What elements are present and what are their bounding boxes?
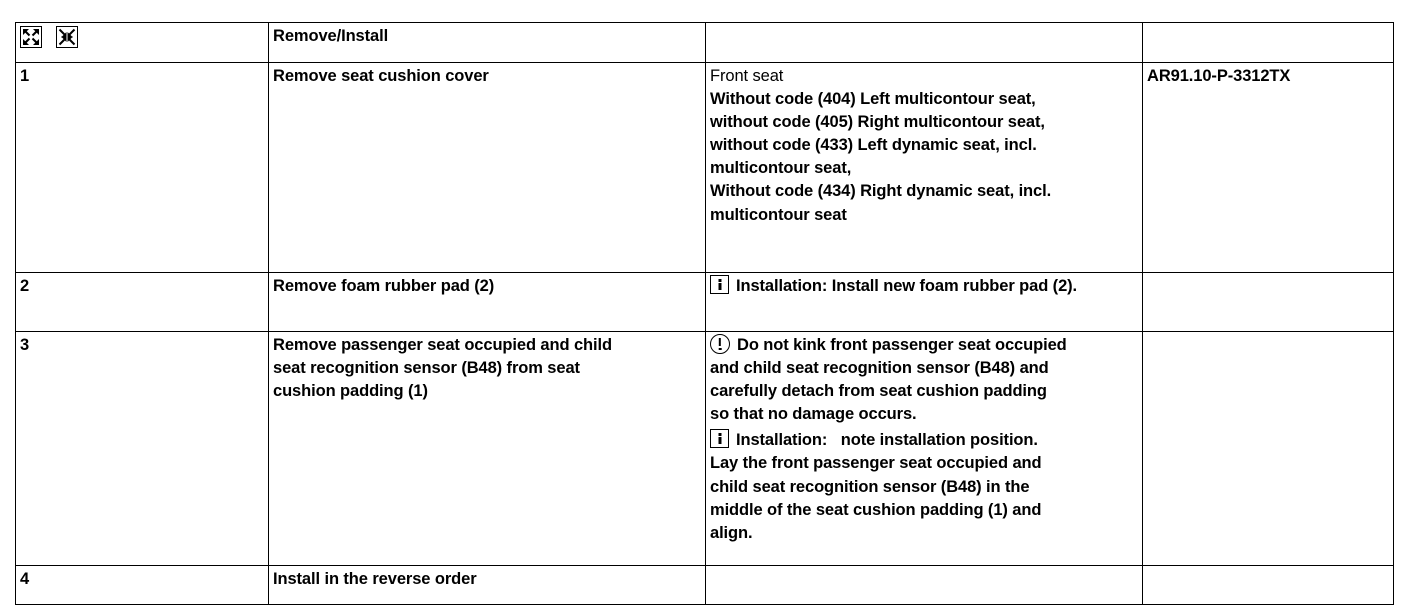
header-reference-cell [1142, 22, 1394, 63]
procedure-table: Remove/Install 1 Remove seat cushion cov… [15, 22, 1394, 605]
note-line: multicontour seat [710, 205, 847, 224]
table-row-header: Remove/Install [15, 22, 1394, 63]
step-number: 2 [20, 277, 30, 295]
table-row: 2 Remove foam rubber pad (2) Installatio… [15, 272, 1394, 332]
note-line: Without code (404) Left multicontour sea… [710, 90, 1036, 109]
note-block: Installation: Install new foam rubber pa… [710, 275, 1138, 298]
table-row: 4 Install in the reverse order [15, 565, 1394, 605]
info-icon [710, 429, 729, 449]
note-cell: Front seat Without code (404) Left multi… [705, 62, 1143, 273]
note-line: Front seat [710, 67, 784, 85]
note-text: Install new foam rubber pad (2). [831, 277, 1078, 295]
expand-arrows-icon [20, 26, 42, 48]
table-row: 3 Remove passenger seat occupied and chi… [15, 331, 1394, 566]
header-operation-cell: Remove/Install [268, 22, 706, 63]
step-number-cell: 4 [15, 565, 269, 605]
note-label: Installation: [736, 277, 828, 295]
note-line: without code (405) Right multicontour se… [710, 113, 1045, 132]
header-icons-cell [15, 22, 269, 63]
reference-cell [1142, 565, 1394, 605]
note-line: Lay the front passenger seat occupied an… [710, 454, 1042, 473]
note-line: middle of the seat cushion padding (1) a… [710, 500, 1042, 519]
note-cell [705, 565, 1143, 605]
reference-cell [1142, 272, 1394, 332]
header-note-cell [705, 22, 1143, 63]
operation-text: Install in the reverse order [273, 570, 477, 588]
header-operation-label: Remove/Install [273, 27, 389, 45]
info-icon [710, 275, 729, 294]
step-number-cell: 1 [15, 62, 269, 273]
note-cell: Do not kink front passenger seat occupie… [705, 331, 1143, 566]
note-label: Installation: [736, 431, 828, 450]
note-lead-text: Do not kink front passenger seat occupie… [737, 336, 1067, 354]
step-number: 1 [20, 67, 30, 85]
note-line: carefully detach from seat cushion paddi… [710, 382, 1047, 401]
note-line: multicontour seat, [710, 159, 852, 178]
note-lead-text: note installation position. [840, 431, 1038, 450]
operation-cell: Remove foam rubber pad (2) [268, 272, 706, 332]
operation-cell: Install in the reverse order [268, 565, 706, 605]
caution-icon [710, 334, 730, 354]
note-line: and child seat recognition sensor (B48) … [710, 359, 1049, 378]
step-number: 4 [20, 570, 30, 588]
step-number-cell: 3 [15, 331, 269, 566]
reference-code: AR91.10-P-3312TX [1147, 67, 1291, 85]
operation-text: Remove foam rubber pad (2) [273, 277, 495, 295]
step-number: 3 [20, 336, 30, 354]
operation-cell: Remove passenger seat occupied and child… [268, 331, 706, 566]
operation-cell: Remove seat cushion cover [268, 62, 706, 273]
note-line: so that no damage occurs. [710, 405, 917, 424]
reference-cell [1142, 331, 1394, 566]
collapse-arrows-icon [56, 26, 78, 48]
note-line: child seat recognition sensor (B48) in t… [710, 477, 1030, 496]
step-number-cell: 2 [15, 272, 269, 332]
operation-line: cushion padding (1) [273, 382, 428, 401]
operation-text: Remove seat cushion cover [273, 67, 489, 85]
operation-line: Remove passenger seat occupied and child [273, 336, 612, 354]
note-block-installation: Installation: note installation position… [710, 429, 1138, 544]
reference-cell: AR91.10-P-3312TX [1142, 62, 1394, 273]
note-block-caution: Do not kink front passenger seat occupie… [710, 334, 1138, 426]
note-cell: Installation: Install new foam rubber pa… [705, 272, 1143, 332]
table-row: 1 Remove seat cushion cover Front seat W… [15, 62, 1394, 273]
operation-line: seat recognition sensor (B48) from seat [273, 359, 580, 378]
note-line: align. [710, 523, 753, 542]
note-line: without code (433) Left dynamic seat, in… [710, 136, 1037, 155]
note-line: Without code (434) Right dynamic seat, i… [710, 182, 1052, 201]
